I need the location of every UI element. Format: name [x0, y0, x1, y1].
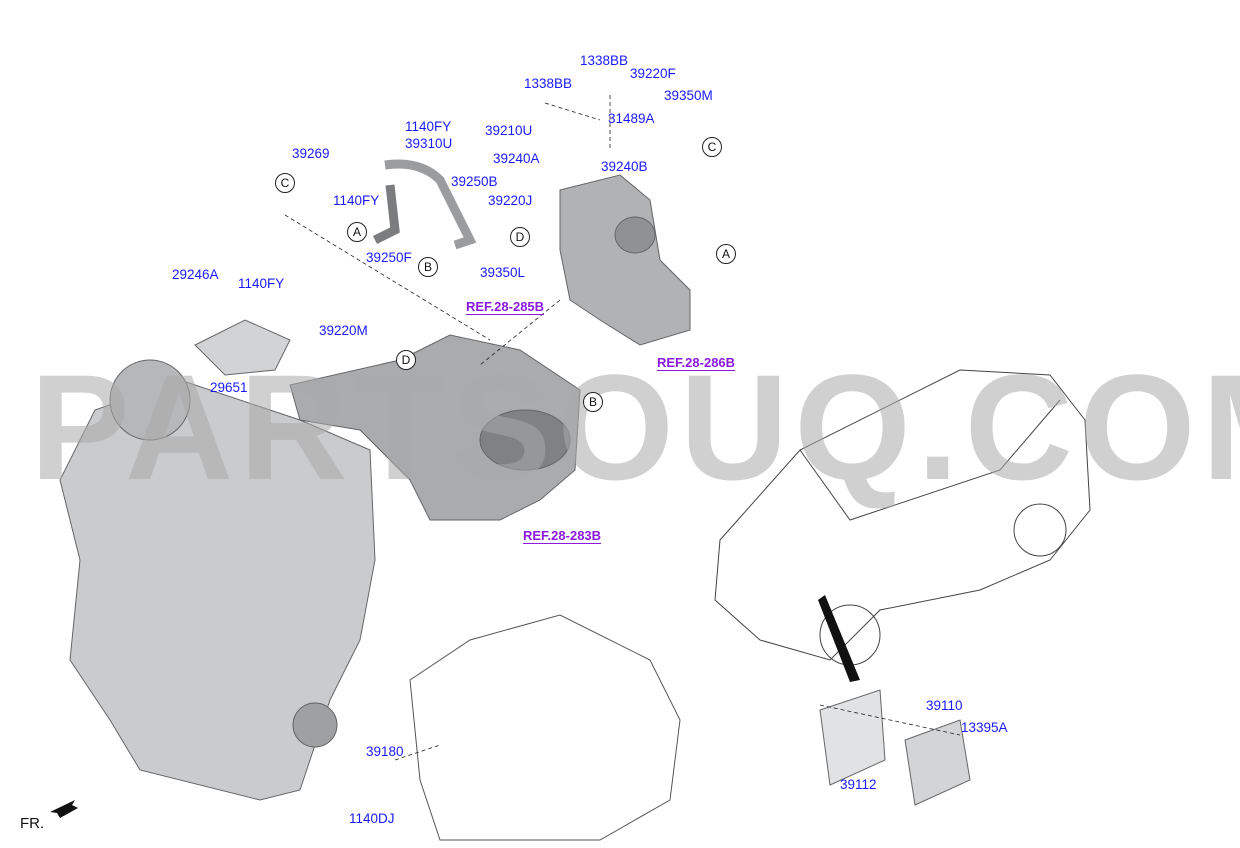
transmission-housing [409, 614, 681, 841]
part-label[interactable]: 1140FY [333, 193, 380, 208]
part-label[interactable]: 39250B [451, 174, 498, 189]
part-label[interactable]: 39220F [630, 66, 676, 81]
part-label[interactable]: 39112 [840, 777, 877, 792]
engine-seal [292, 702, 338, 748]
vehicle-outline [714, 369, 1091, 661]
part-label[interactable]: 1338BB [580, 53, 629, 68]
part-label[interactable]: 39350M [664, 88, 713, 103]
part-label[interactable]: 39220M [319, 323, 368, 338]
part-label[interactable]: 1338BB [524, 76, 573, 91]
part-label[interactable]: 39240A [493, 151, 540, 166]
fr-arrow-icon [50, 800, 78, 818]
part-label[interactable]: 39210U [485, 123, 533, 138]
engine-pulley [109, 359, 191, 441]
connector-marker: D [396, 350, 416, 370]
part-label[interactable]: 1140FY [238, 276, 285, 291]
part-label[interactable]: 13395A [961, 720, 1008, 735]
watermark: PARTSOUQ.COM [30, 343, 1240, 511]
hose-39250B [384, 159, 477, 250]
ecu-bracket [819, 689, 886, 786]
part-label[interactable]: 39269 [292, 146, 330, 161]
exhaust-manifold [289, 334, 581, 521]
part-label[interactable]: 29651 [210, 380, 248, 395]
connector-marker: C [275, 173, 295, 193]
hose-39250F [372, 184, 400, 245]
part-label[interactable]: 39110 [926, 698, 963, 713]
part-label[interactable]: 1140FY [405, 119, 452, 134]
part-label[interactable]: 39240B [601, 159, 648, 174]
ref-link[interactable]: REF.28-285B [466, 299, 545, 315]
connector-marker: D [510, 227, 530, 247]
part-label[interactable]: 39310U [405, 136, 453, 151]
connector-marker: A [347, 222, 367, 242]
part-label[interactable]: 29246A [172, 267, 219, 282]
part-label[interactable]: 39250F [366, 250, 412, 265]
part-label[interactable]: 39220J [488, 193, 533, 208]
turbo-housing [479, 409, 571, 471]
connector-marker: B [583, 392, 603, 412]
connector-marker: A [716, 244, 736, 264]
connector-marker: B [418, 257, 438, 277]
front-direction-label: FR. [20, 815, 45, 832]
part-label[interactable]: 39350L [480, 265, 526, 280]
engine-block [59, 379, 376, 801]
ref-link[interactable]: REF.28-286B [657, 355, 736, 371]
converter-outlet [614, 216, 656, 254]
part-label[interactable]: 1140DJ [349, 811, 395, 826]
ecu-module [904, 719, 971, 806]
catalytic-converter [559, 174, 691, 346]
ecu-location-arrow [818, 595, 860, 682]
bracket-29651 [194, 319, 291, 376]
connector-marker: C [702, 137, 722, 157]
ref-link[interactable]: REF.28-283B [523, 528, 602, 544]
part-label[interactable]: 31489A [608, 111, 655, 126]
part-label[interactable]: 39180 [366, 744, 404, 759]
